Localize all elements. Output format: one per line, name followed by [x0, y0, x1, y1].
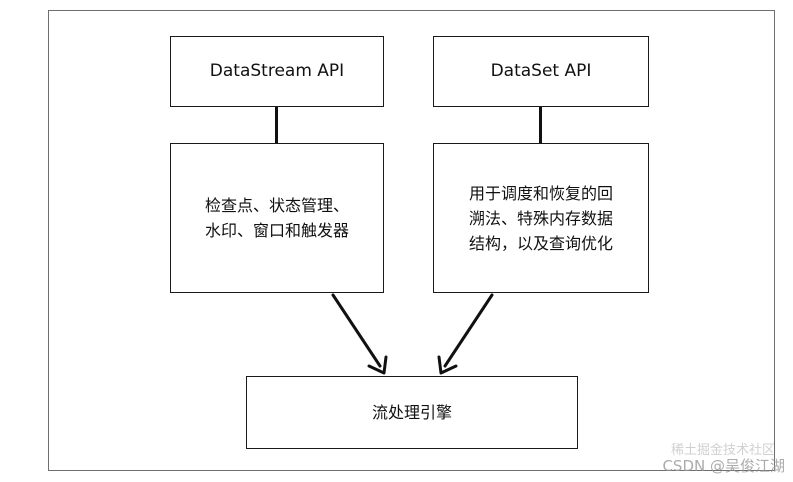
dataset-features-line-3: 结构，以及查询优化	[468, 233, 613, 253]
dataset-api-label: DataSet API	[490, 61, 592, 81]
connector-left	[275, 107, 278, 144]
datastream-features-line-2: 水印、窗口和触发器	[204, 221, 349, 240]
stream-engine-label: 流处理引擎	[371, 402, 452, 422]
datastream-features-text: 检查点、状态管理、 水印、窗口和触发器	[205, 193, 349, 243]
datastream-features-box: 检查点、状态管理、 水印、窗口和触发器	[170, 143, 384, 293]
connector-right	[539, 107, 542, 144]
watermark-csdn: CSDN @吴俊江湖	[662, 457, 785, 475]
datastream-api-box: DataStream API	[170, 36, 384, 107]
dataset-api-box: DataSet API	[433, 36, 649, 107]
datastream-features-line-1: 检查点、状态管理、	[204, 196, 349, 215]
dataset-features-line-2: 溯法、特殊内存数据	[468, 208, 613, 228]
dataset-features-box: 用于调度和恢复的回 溯法、特殊内存数据 结构，以及查询优化	[433, 143, 649, 293]
dataset-features-line-1: 用于调度和恢复的回	[468, 183, 613, 203]
dataset-features-text: 用于调度和恢复的回 溯法、特殊内存数据 结构，以及查询优化	[469, 181, 613, 256]
watermark-juejin: 稀土掘金技术社区	[670, 443, 775, 458]
datastream-api-label: DataStream API	[209, 61, 345, 81]
stream-engine-box: 流处理引擎	[246, 376, 578, 449]
